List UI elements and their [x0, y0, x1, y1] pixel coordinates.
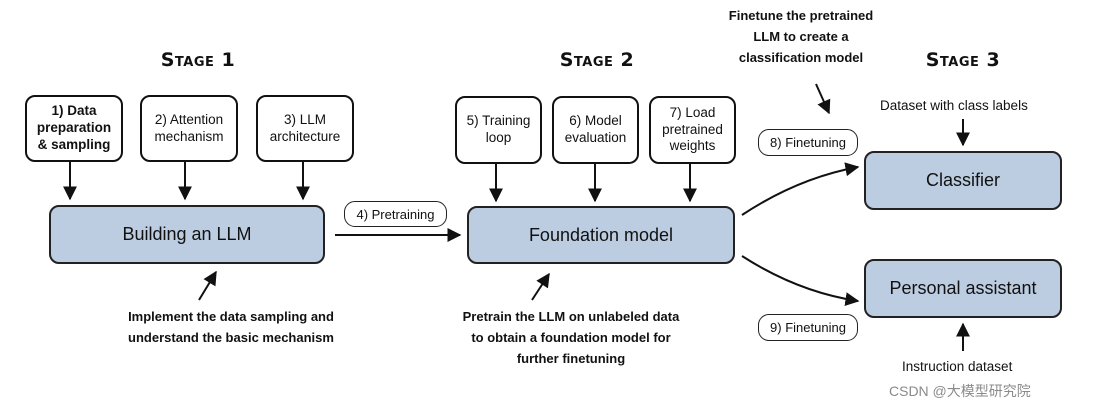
step-llm-architecture-label: 3) LLM architecture	[269, 111, 341, 144]
pretraining-label-text: 4) Pretraining	[356, 206, 435, 222]
classifier-label: Classifier	[925, 170, 1000, 190]
finetune-classification-note: Finetune the pretrained LLM to create a …	[728, 8, 874, 66]
step-attention-mechanism: 2) Attention mechanism	[140, 95, 238, 162]
classifier-box: Classifier	[864, 151, 1062, 210]
step-model-evaluation-label: 6) Model evaluation	[564, 113, 627, 145]
dataset-with-class-labels: Dataset with class labels	[880, 98, 1028, 113]
arrow-to-assistant	[741, 255, 860, 307]
step-data-preparation: 1) Data preparation & sampling	[25, 95, 123, 162]
arrow-note2	[531, 272, 550, 301]
step-model-evaluation: 6) Model evaluation	[552, 96, 639, 164]
personal-assistant-box: Personal assistant	[864, 259, 1062, 318]
stage-2-title: Stage 2	[559, 49, 635, 71]
arrow-to-classifier	[741, 162, 860, 216]
building-an-llm-box: Building an LLM	[49, 205, 325, 264]
finetuning-9-label: 9) Finetuning	[758, 314, 858, 341]
stage-3-title: Stage 3	[925, 49, 1001, 71]
step-training-loop-label: 5) Training loop	[466, 113, 531, 145]
step-training-loop: 5) Training loop	[455, 96, 542, 164]
personal-assistant-label: Personal assistant	[889, 278, 1037, 298]
instruction-dataset: Instruction dataset	[902, 359, 1013, 374]
finetuning-8-label: 8) Finetuning	[758, 129, 858, 156]
pretraining-label: 4) Pretraining	[344, 201, 447, 227]
stage-2-note: Pretrain the LLM on unlabeled data to ob…	[462, 309, 680, 367]
building-an-llm-label: Building an LLM	[122, 224, 252, 244]
finetuning-8-label-text: 8) Finetuning	[770, 135, 846, 150]
foundation-model-box: Foundation model	[467, 206, 735, 264]
step-data-preparation-label: 1) Data preparation & sampling	[36, 103, 112, 152]
step-load-pretrained-weights-label: 7) Load pretrained weights	[662, 104, 723, 154]
foundation-model-label: Foundation model	[528, 224, 674, 245]
step-attention-mechanism-label: 2) Attention mechanism	[154, 111, 224, 144]
watermark: CSDN @大模型研究院	[889, 383, 1031, 399]
step-llm-architecture: 3) LLM architecture	[256, 95, 354, 162]
arrow-note1	[198, 270, 217, 301]
arrow-finetune-note	[815, 83, 831, 115]
stage-1-note: Implement the data sampling and understa…	[128, 309, 334, 346]
stage-1-title: Stage 1	[160, 49, 236, 71]
step-load-pretrained-weights: 7) Load pretrained weights	[649, 96, 736, 164]
finetuning-9-label-text: 9) Finetuning	[770, 320, 846, 335]
